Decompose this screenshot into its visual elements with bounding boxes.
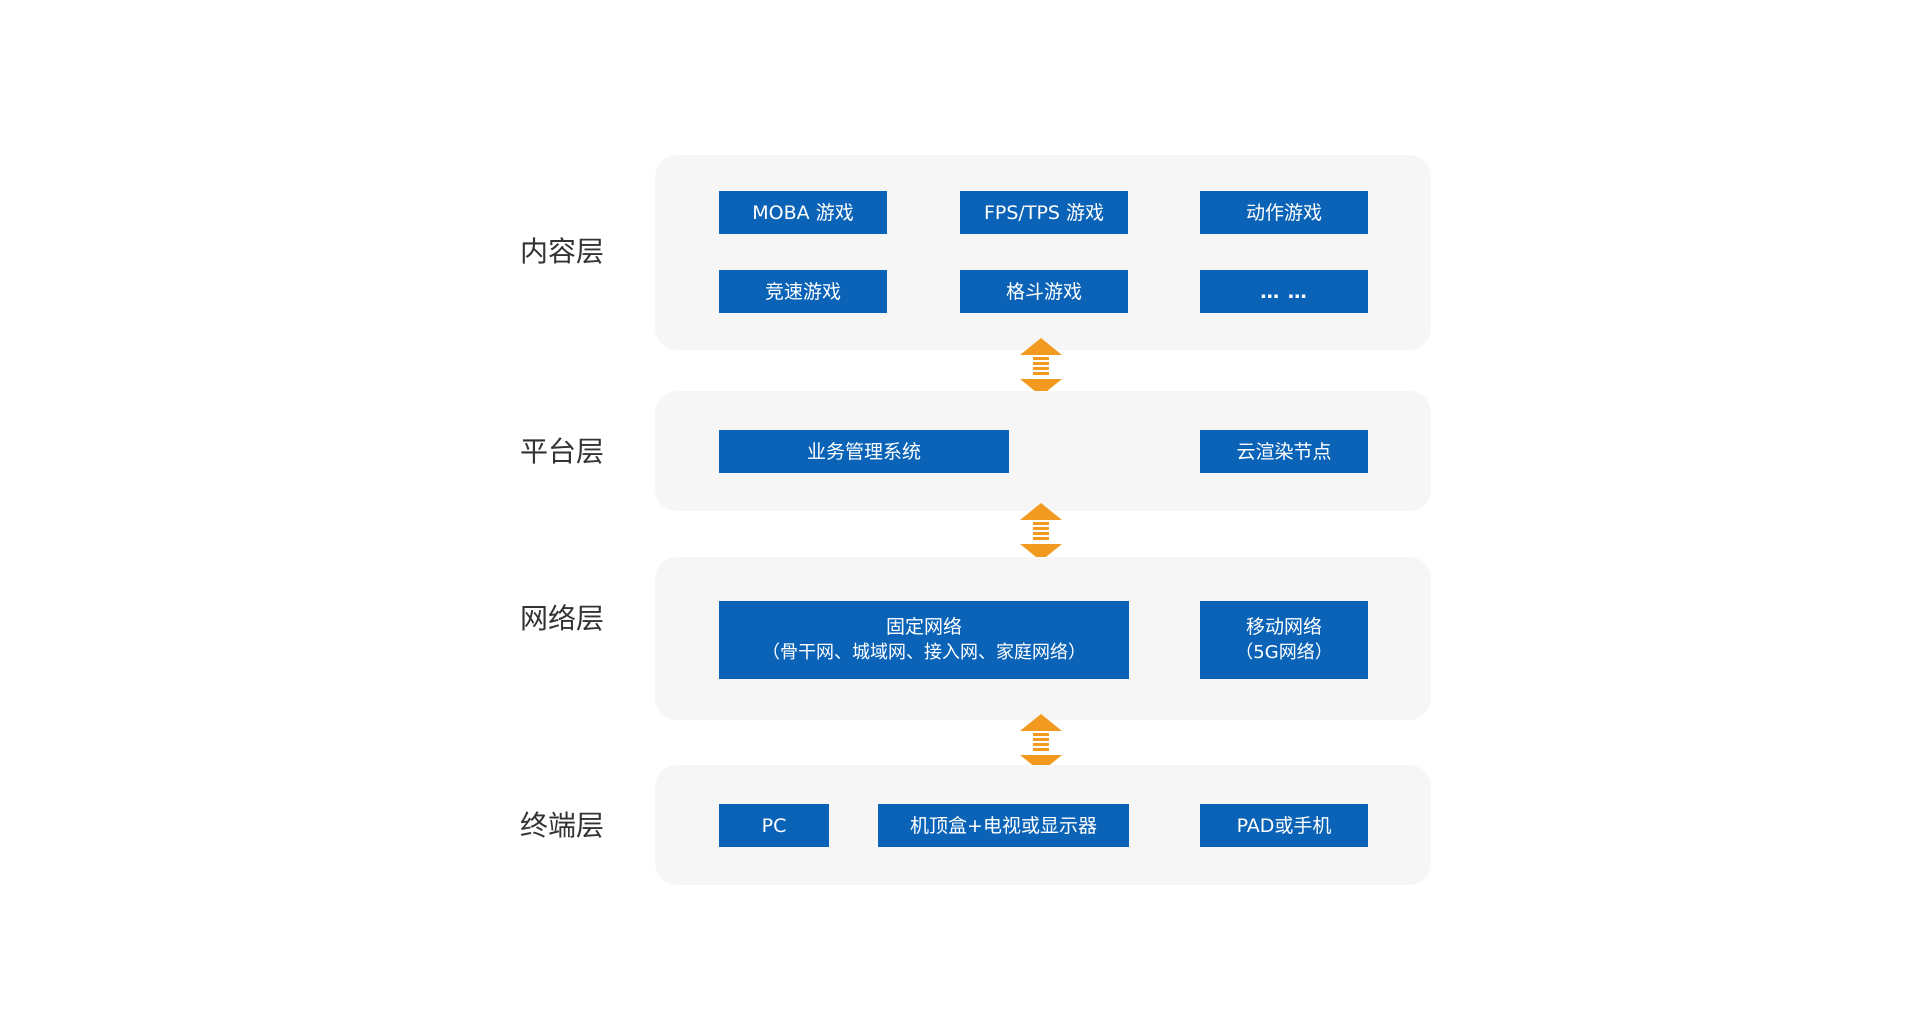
layer-label-content: 内容层	[520, 235, 605, 268]
node-fixed-network-subtitle: （骨干网、城域网、接入网、家庭网络）	[762, 642, 1086, 663]
layer-label-network: 网络层	[520, 602, 605, 635]
node-moba-games: MOBA 游戏	[719, 191, 887, 234]
layer-label-platform: 平台层	[520, 435, 605, 468]
node-fps-tps-games: FPS/TPS 游戏	[960, 191, 1128, 234]
layer-panel-content	[655, 155, 1431, 350]
node-pad-or-phone: PAD或手机	[1200, 804, 1368, 847]
node-action-games: 动作游戏	[1200, 191, 1368, 234]
node-fixed-network-title: 固定网络	[885, 616, 962, 638]
node-service-management-system: 业务管理系统	[719, 430, 1009, 473]
bidirectional-arrow-icon	[1020, 714, 1062, 772]
node-mobile-network-title: 移动网络	[1245, 616, 1322, 638]
node-fighting-games: 格斗游戏	[960, 270, 1128, 313]
node-fixed-network: 固定网络 （骨干网、城域网、接入网、家庭网络）	[719, 601, 1129, 679]
node-mobile-network: 移动网络 （5G网络）	[1200, 601, 1368, 679]
layer-label-terminal: 终端层	[520, 809, 605, 842]
node-more-games: … …	[1200, 270, 1368, 313]
bidirectional-arrow-icon	[1020, 503, 1062, 561]
node-set-top-box-tv: 机顶盒+电视或显示器	[878, 804, 1129, 847]
node-mobile-network-subtitle: （5G网络）	[1235, 642, 1333, 663]
bidirectional-arrow-icon	[1020, 338, 1062, 396]
node-pc: PC	[719, 804, 829, 847]
node-cloud-rendering-node: 云渲染节点	[1200, 430, 1368, 473]
node-racing-games: 竞速游戏	[719, 270, 887, 313]
